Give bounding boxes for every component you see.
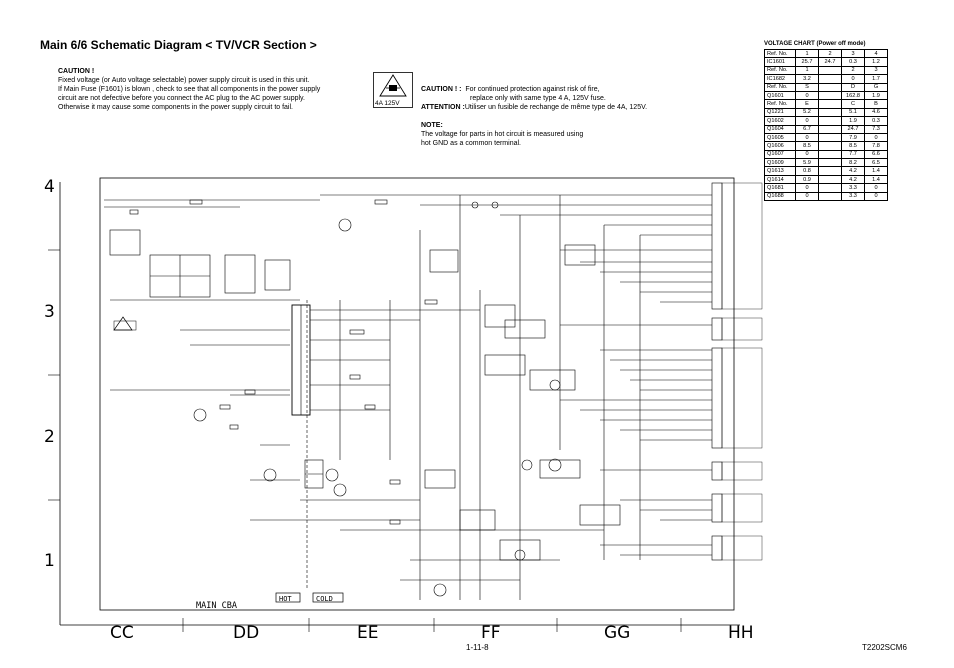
page-number: 1-11-8 — [466, 643, 489, 652]
column-label-ff: FF — [481, 623, 501, 643]
attention-label: ATTENTION : — [421, 104, 465, 111]
attention-text: Utiliser un fusible de rechange de même … — [464, 104, 648, 111]
caution-line: Otherwise it may cause some components i… — [58, 104, 293, 111]
fuse-rating-label: 4A 125V — [375, 100, 400, 107]
caution-fuse-label: CAUTION ! : — [421, 86, 462, 93]
row-label-4: 4 — [44, 177, 55, 197]
board-label: MAIN CBA — [196, 601, 237, 611]
column-label-hh: HH — [728, 623, 754, 643]
column-label-ee: EE — [357, 623, 378, 643]
fuse-warning-icon — [373, 72, 413, 108]
caution-fuse-line2: replace only with same type 4 A, 125V fu… — [470, 95, 606, 102]
caution-fuse: CAUTION ! : For continued protection aga… — [421, 85, 647, 112]
caution-main: CAUTION ! Fixed voltage (or Auto voltage… — [58, 67, 358, 112]
page-title: Main 6/6 Schematic Diagram < TV/VCR Sect… — [40, 38, 317, 52]
caution-line: circuit are not defective before you con… — [58, 95, 305, 102]
row-label-1: 1 — [44, 551, 55, 571]
caution-line: If Main Fuse (F1601) is blown , check to… — [58, 86, 321, 93]
caution-heading: CAUTION ! — [58, 68, 95, 75]
hot-label: HOT — [279, 595, 292, 603]
column-label-cc: CC — [110, 623, 134, 643]
note-heading: NOTE: — [421, 122, 443, 129]
caution-fuse-line1: For continued protection against risk of… — [465, 86, 600, 93]
caution-line: Fixed voltage (or Auto voltage selectabl… — [58, 77, 310, 84]
column-label-dd: DD — [233, 623, 259, 643]
voltage-chart-title: VOLTAGE CHART (Power off mode) — [764, 41, 866, 47]
document-code: T2202SCM6 — [862, 643, 907, 652]
row-label-2: 2 — [44, 427, 55, 447]
cold-label: COLD — [316, 595, 333, 603]
note-block: NOTE: The voltage for parts in hot circu… — [421, 121, 621, 148]
note-line2: hot GND as a common terminal. — [421, 140, 521, 147]
column-label-gg: GG — [604, 623, 630, 643]
voltage-chart-cell: 0 — [864, 191, 888, 202]
row-label-3: 3 — [44, 302, 55, 322]
note-line1: The voltage for parts in hot circuit is … — [421, 131, 584, 138]
